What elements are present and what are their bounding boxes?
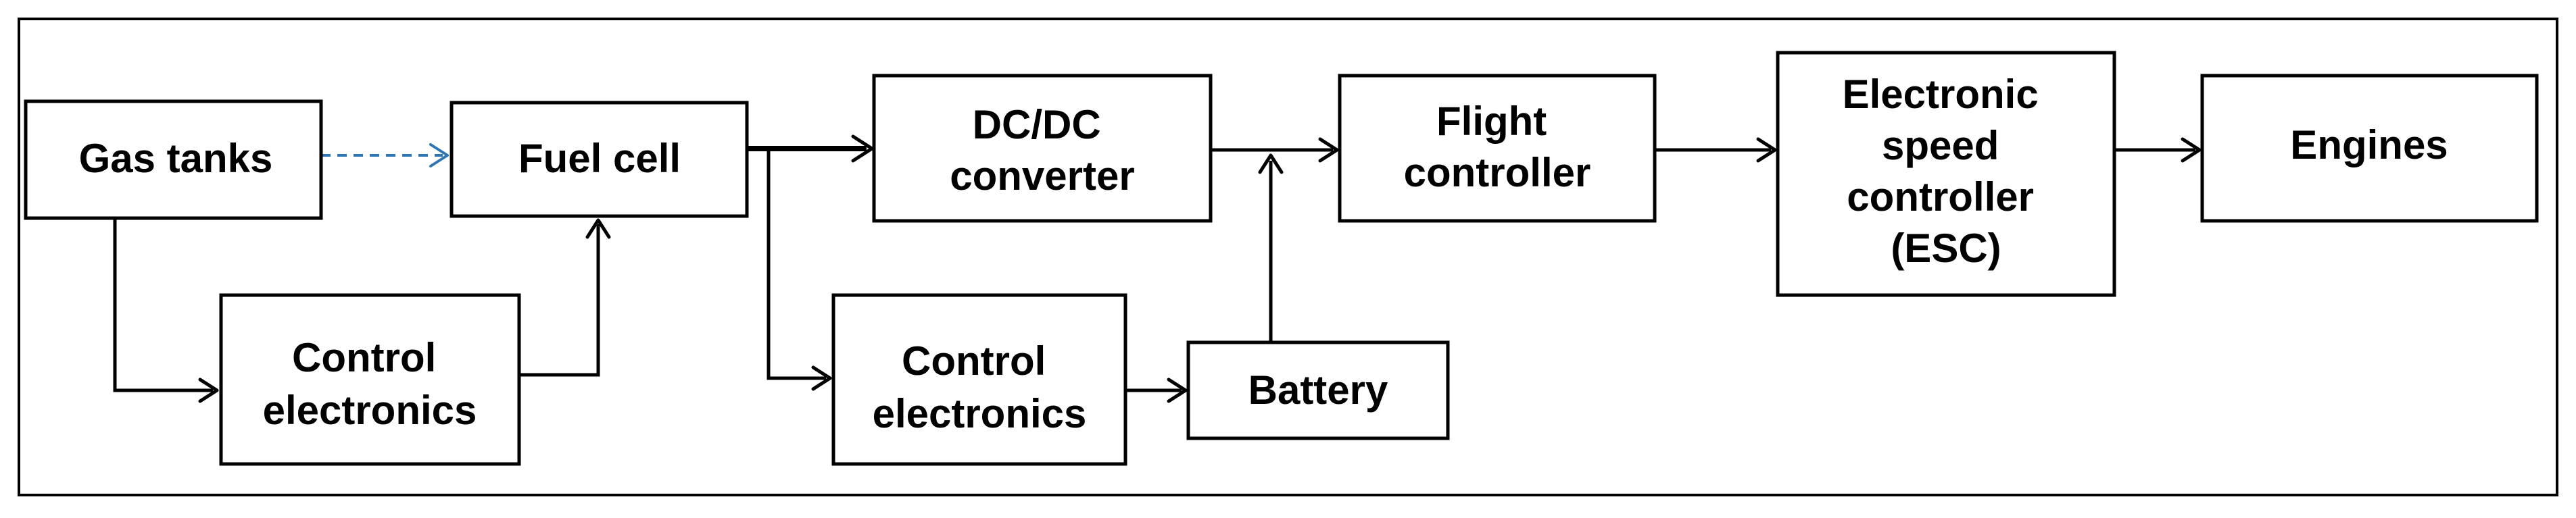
edge-battery-to-flight-controller bbox=[1258, 153, 1284, 342]
node-flight-controller-label: Flight controller bbox=[1404, 99, 1591, 195]
edge-control-electronics-1-to-fuel-cell bbox=[519, 218, 611, 377]
node-control-electronics-1: Control electronics bbox=[219, 293, 521, 466]
node-battery-label: Battery bbox=[1248, 367, 1388, 413]
node-esc-label: Electronic speed controller (ESC) bbox=[1843, 72, 2050, 271]
node-flight-controller: Flight controller bbox=[1338, 74, 1657, 223]
node-esc: Electronic speed controller (ESC) bbox=[1776, 51, 2116, 297]
node-dcdc-converter-label: DC/DC converter bbox=[950, 102, 1134, 199]
edge-fuel-cell-to-dcdc-converter bbox=[747, 134, 874, 163]
node-fuel-cell-label: Fuel cell bbox=[518, 136, 681, 181]
edge-dcdc-converter-to-flight-controller bbox=[1211, 137, 1339, 163]
edge-gas-tanks-to-control-electronics-1 bbox=[113, 218, 219, 403]
edge-flight-controller-to-esc bbox=[1655, 137, 1777, 163]
node-gas-tanks-label: Gas tanks bbox=[79, 136, 273, 181]
node-engines: Engines bbox=[2200, 74, 2539, 223]
node-gas-tanks: Gas tanks bbox=[24, 99, 323, 220]
edge-gas-tanks-to-fuel-cell bbox=[321, 143, 449, 167]
node-battery: Battery bbox=[1186, 340, 1450, 440]
edge-control-electronics-2-to-battery bbox=[1125, 378, 1188, 403]
node-engines-label: Engines bbox=[2290, 122, 2448, 167]
node-control-electronics-2-label: Control electronics bbox=[873, 338, 1087, 436]
diagram-frame bbox=[18, 18, 2558, 496]
node-control-electronics-2: Control electronics bbox=[831, 293, 1127, 466]
edge-esc-to-engines bbox=[2114, 137, 2202, 163]
edge-fuel-cell-to-control-electronics-2 bbox=[767, 149, 832, 391]
node-dcdc-converter: DC/DC converter bbox=[872, 74, 1213, 223]
node-control-electronics-1-label: Control electronics bbox=[263, 335, 477, 433]
node-fuel-cell: Fuel cell bbox=[449, 101, 749, 218]
